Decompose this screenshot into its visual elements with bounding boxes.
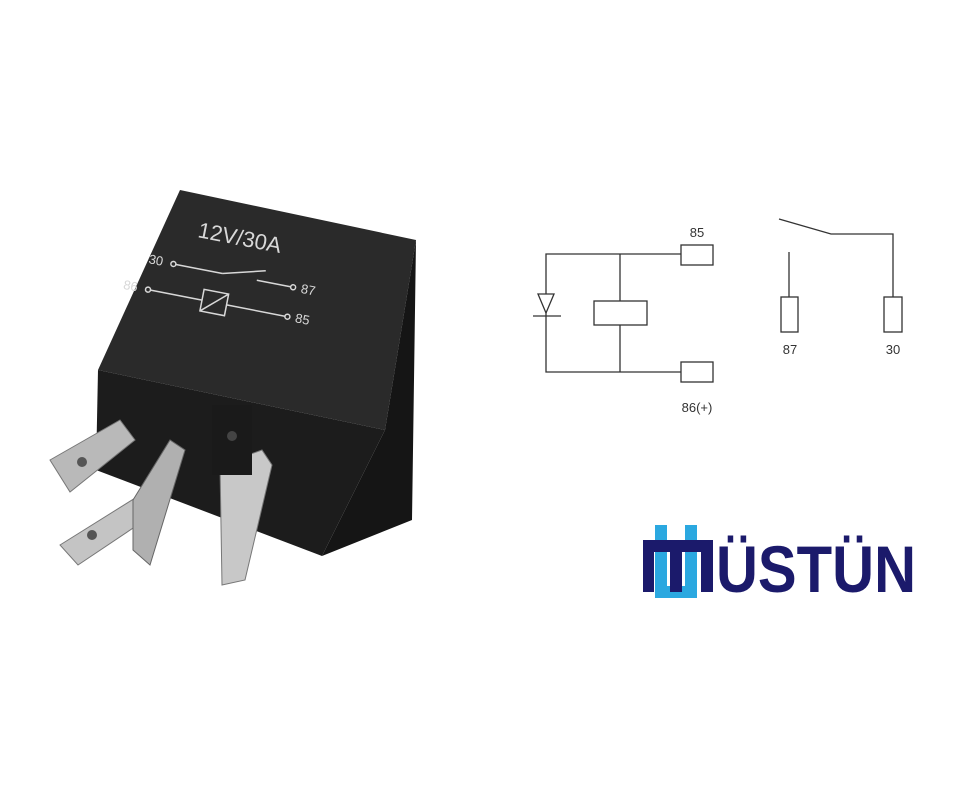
terminal [49,419,136,493]
logo-brand-text: ÜSTÜN [716,532,916,606]
pin-85-terminal [680,244,714,266]
terminal-hole [77,457,87,467]
relay-photo: 12V/30A 30 87 86 85 [49,190,416,586]
pin-87-terminal [780,296,799,333]
relay-right-face [322,240,416,556]
relay-top-face [98,190,416,430]
pin-85-label: 85 [690,225,704,240]
pin-86-label: 86(+) [682,400,713,415]
terminal-hole [227,431,237,441]
pin-86-terminal [680,361,714,383]
pin-30-terminal [883,296,903,333]
logo-mark-icon [643,525,713,598]
terminal [219,449,273,586]
relay-pin-label-85: 85 [294,310,311,327]
switch-contact [778,218,894,297]
diode-symbol [537,293,555,315]
relay-pin-label-30: 30 [147,251,164,268]
pin-87-label: 87 [783,342,797,357]
wiring-schematic [533,218,903,383]
terminal [132,439,186,566]
relay-pin-label-86: 86 [122,277,139,294]
coil-symbol [593,300,648,326]
terminal-hole [87,530,97,540]
ustun-logo: ÜSTÜN [643,525,916,606]
relay-pin-label-87: 87 [300,281,317,298]
relay-printed-symbol [144,260,297,320]
pin-30-label: 30 [886,342,900,357]
